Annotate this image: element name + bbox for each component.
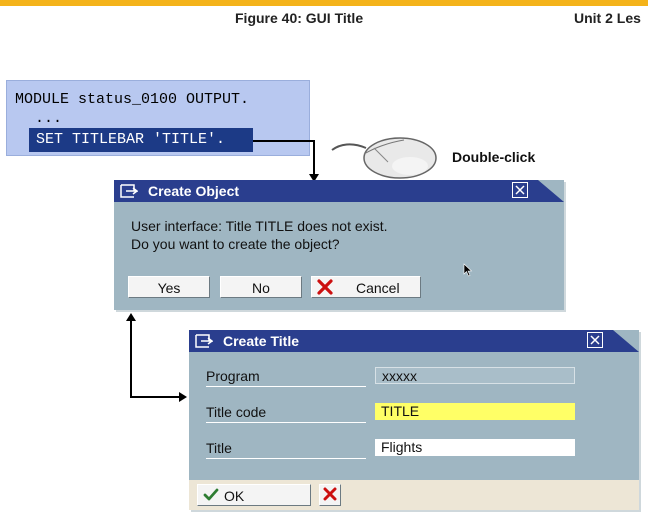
cancel-button-label: Cancel [356,280,400,296]
cancel-button[interactable] [319,484,341,506]
ok-check-icon [203,488,219,501]
no-button[interactable]: No [220,276,302,298]
create-object-message-line2: Do you want to create the object? [131,236,340,252]
create-object-dialog: Create Object User interface: Title TITL… [114,180,564,310]
dialog-window-icon [120,184,138,198]
cancel-x-icon [317,279,333,295]
mouse-icon [331,137,437,179]
titlebar-notch [613,330,639,352]
code-line-ellipsis: ... [35,110,63,127]
create-object-titlebar: Create Object [114,180,564,202]
title-code-label: Title code [206,404,267,420]
program-label: Program [206,368,260,384]
figure-title: Figure 40: GUI Title [235,10,364,26]
code-line-set-titlebar[interactable]: SET TITLEBAR 'TITLE'. [29,128,253,152]
create-title-dialog: Create Title Program xxxxx Title code TI… [189,330,639,510]
arrow-down-icon [309,174,319,182]
create-title-titlebar: Create Title [189,330,639,352]
connector-vertical [313,140,315,176]
mouse-pointer-icon [463,263,473,277]
ok-button-label: OK [224,488,245,504]
create-title-title: Create Title [223,333,299,349]
title-code-label-underline [206,422,366,423]
create-object-title: Create Object [148,183,240,199]
title-input[interactable]: Flights [375,439,575,456]
title-label-underline [206,458,366,459]
cancel-button[interactable]: Cancel [311,276,421,298]
close-icon[interactable] [512,182,528,198]
program-field: xxxxx [375,367,575,384]
create-object-message-line1: User interface: Title TITLE does not exi… [131,218,388,234]
unit-title: Unit 2 Les [574,10,641,26]
connector-vertical-2 [130,320,132,398]
double-click-label: Double-click [452,149,536,165]
titlebar-notch [538,180,564,202]
create-title-footer: OK [189,480,639,510]
code-line-module: MODULE status_0100 OUTPUT. [15,91,250,108]
title-label: Title [206,440,232,456]
arrow-right-icon [179,392,187,402]
yes-button[interactable]: Yes [128,276,210,298]
arrow-up-icon [126,313,136,321]
program-label-underline [206,386,366,387]
connector-horizontal [253,140,315,142]
top-accent-bar [0,0,648,6]
yes-button-label: Yes [157,280,181,296]
no-button-label: No [252,280,270,296]
cancel-x-icon [323,487,337,501]
dialog-window-icon [195,334,213,348]
title-code-input[interactable]: TITLE [375,403,575,420]
code-snippet: MODULE status_0100 OUTPUT. ... SET TITLE… [6,80,310,156]
connector-horizontal-2 [130,396,180,398]
close-icon[interactable] [587,332,603,348]
ok-button[interactable]: OK [197,484,311,506]
